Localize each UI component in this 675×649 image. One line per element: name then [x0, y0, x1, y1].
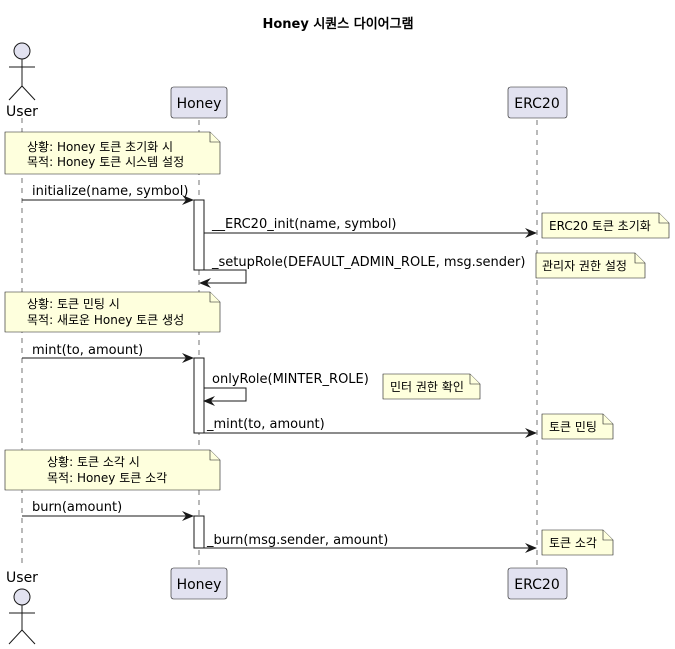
- participant-label-erc20: ERC20: [514, 96, 559, 112]
- participant-erc20-bottom: ERC20: [507, 567, 568, 600]
- participant-label-user: User: [6, 570, 38, 586]
- actor-head-icon: [13, 588, 31, 606]
- side-note-text: 토큰 소각: [549, 536, 597, 550]
- activation-bar: [193, 199, 205, 271]
- participant-label-erc20: ERC20: [514, 577, 559, 593]
- note-group-burn: 상황: 토큰 소각 시 목적: Honey 토큰 소각: [4, 449, 221, 491]
- message-label: _mint(to, amount): [206, 417, 325, 432]
- side-note-text: 토큰 민팅: [549, 420, 597, 434]
- side-note: ERC20 토큰 초기화: [541, 212, 670, 239]
- message-arrow-self: [203, 387, 247, 406]
- side-note-text: 관리자 권한 설정: [542, 259, 627, 273]
- message-label: mint(to, amount): [32, 343, 143, 358]
- side-note: 토큰 민팅: [541, 413, 614, 440]
- activation-bar: [193, 357, 205, 434]
- note-line: 상황: 토큰 소각 시: [47, 455, 140, 469]
- participant-label-user: User: [6, 104, 38, 120]
- side-note-text: 민터 권한 확인: [390, 380, 464, 394]
- note-line: 상황: 토큰 민팅 시: [27, 297, 120, 311]
- message-label: initialize(name, symbol): [32, 184, 188, 199]
- participant-erc20-top: ERC20: [507, 86, 568, 119]
- actor-user-bottom: User: [6, 570, 38, 645]
- note-line: 상황: Honey 토큰 초기화 시: [27, 140, 173, 154]
- activation-bar: [193, 515, 205, 549]
- message-label: burn(amount): [32, 500, 122, 515]
- side-note: 토큰 소각: [541, 529, 614, 556]
- message-arrow-self: [199, 269, 247, 288]
- side-note-text: ERC20 토큰 초기화: [549, 219, 651, 233]
- participant-honey-top: Honey: [170, 86, 228, 119]
- note-group-mint: 상황: 토큰 민팅 시 목적: 새로운 Honey 토큰 생성: [4, 291, 221, 333]
- note-group-initialize: 상황: Honey 토큰 초기화 시 목적: Honey 토큰 시스템 설정: [4, 131, 221, 175]
- actor-user-top: User: [6, 42, 38, 120]
- side-note: 관리자 권한 설정: [535, 252, 646, 279]
- diagram-title: Honey 시퀀스 다이어그램: [262, 16, 413, 32]
- note-line: 목적: Honey 토큰 시스템 설정: [27, 155, 184, 169]
- note-line: 목적: 새로운 Honey 토큰 생성: [27, 313, 184, 327]
- message-label: _burn(msg.sender, amount): [206, 533, 388, 548]
- note-line: 목적: Honey 토큰 소각: [47, 471, 167, 485]
- message-label: _setupRole(DEFAULT_ADMIN_ROLE, msg.sende…: [211, 255, 525, 270]
- actor-head-icon: [13, 42, 31, 60]
- participant-honey-bottom: Honey: [170, 567, 228, 600]
- message-label: onlyRole(MINTER_ROLE): [212, 372, 369, 387]
- participant-label-honey: Honey: [177, 577, 222, 593]
- participant-label-honey: Honey: [177, 96, 222, 112]
- side-note: 민터 권한 확인: [382, 373, 481, 400]
- message-label: __ERC20_init(name, symbol): [211, 217, 397, 232]
